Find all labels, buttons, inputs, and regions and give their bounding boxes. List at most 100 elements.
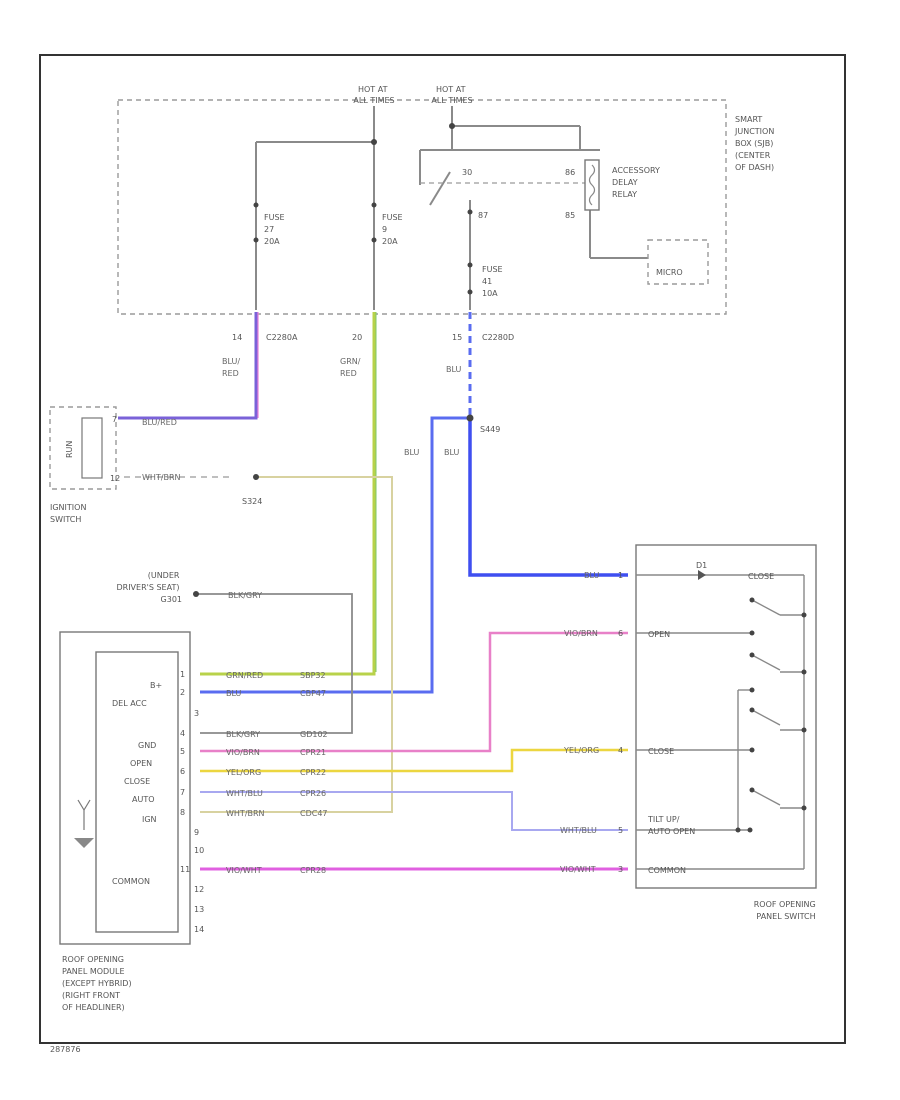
switch-wire-labels: BLU VIO/BRN YEL/ORG WHT/BLU VIO/WHT (560, 571, 600, 874)
pin-20: 20 (352, 333, 362, 342)
svg-text:4: 4 (618, 746, 623, 755)
module-bplus: B+ (150, 681, 162, 690)
wire-blk-gry (196, 593, 353, 734)
svg-text:3: 3 (194, 709, 199, 718)
svg-text:3: 3 (618, 865, 623, 874)
svg-text:12: 12 (194, 885, 204, 894)
relay-pin-86: 86 (565, 168, 575, 177)
svg-text:BLU: BLU (584, 571, 600, 580)
svg-text:VIO/WHT: VIO/WHT (226, 866, 262, 875)
wire-grn-red (200, 312, 376, 676)
svg-text:2: 2 (180, 688, 185, 697)
fuse-27-label: FUSE 27 20A (264, 213, 287, 246)
wire-blu-red-label: BLU/ RED (222, 357, 243, 378)
svg-text:CDC47: CDC47 (300, 809, 328, 818)
svg-text:13: 13 (194, 905, 204, 914)
roof-panel-module-outer (59, 631, 191, 945)
wire-blu-to-module (200, 416, 470, 694)
splice-dot (449, 123, 455, 129)
svg-text:SBP32: SBP32 (300, 671, 326, 680)
svg-text:CPR21: CPR21 (300, 748, 326, 757)
wire-blu-red (118, 312, 258, 420)
ignition-wire-bot: WHT/BRN (142, 473, 181, 482)
switch-internal-wiring (636, 574, 805, 870)
switch-diode-label: D1 (696, 561, 707, 570)
svg-text:CPR28: CPR28 (300, 866, 326, 875)
svg-text:GRN/RED: GRN/RED (226, 671, 263, 680)
ignition-run-label: RUN (65, 441, 74, 458)
fuse-41-label: FUSE 41 10A (482, 265, 505, 298)
accessory-delay-relay-coil (584, 159, 600, 211)
micro-label: MICRO (656, 268, 683, 277)
module-delacc: DEL ACC (112, 699, 147, 708)
svg-text:YEL/ORG: YEL/ORG (563, 746, 599, 755)
connector-c2280a: C2280A (266, 333, 298, 342)
relay-87-dot (467, 209, 473, 215)
module-ign: IGN (142, 815, 157, 824)
roof-panel-switch-box (635, 544, 817, 889)
diagram-frame (39, 54, 846, 1044)
switch-pins: 1 6 4 5 3 (618, 571, 623, 874)
wire-grn-red-label: GRN/ RED (340, 357, 363, 378)
module-auto: AUTO (132, 795, 155, 804)
svg-text:8: 8 (180, 808, 185, 817)
hot-at-all-times-label-1: HOT AT ALL TIMES (353, 85, 394, 105)
svg-text:6: 6 (180, 767, 185, 776)
wire-vio-brn (200, 631, 628, 753)
fuse-9-label: FUSE 9 20A (382, 213, 405, 246)
svg-text:5: 5 (618, 826, 623, 835)
module-common: COMMON (112, 877, 150, 886)
svg-text:10: 10 (194, 846, 204, 855)
hot-at-all-times-label-2: HOT AT ALL TIMES (431, 85, 472, 105)
switch-open-label: OPEN (648, 630, 670, 639)
svg-text:CBP47: CBP47 (300, 689, 326, 698)
sjb-label: SMART JUNCTION BOX (SJB) (CENTER OF DASH… (734, 115, 777, 172)
sjb-internal-wiring (255, 106, 648, 310)
ground-label: (UNDER DRIVER'S SEAT) G301 (116, 571, 182, 604)
pin-14: 14 (232, 333, 242, 342)
ground-g301-dot (193, 591, 199, 597)
splice-wire-left: BLU (404, 448, 420, 457)
wire-blu-label: BLU (446, 365, 462, 374)
svg-text:BLU: BLU (226, 689, 242, 698)
module-close: CLOSE (124, 777, 150, 786)
fuse-9 (371, 202, 377, 243)
svg-text:1: 1 (180, 670, 185, 679)
svg-text:5: 5 (180, 747, 185, 756)
svg-text:7: 7 (180, 788, 185, 797)
relay-pin-87: 87 (478, 211, 488, 220)
wire-blu-to-switch (468, 418, 628, 577)
svg-text:11: 11 (180, 865, 190, 874)
wire-wht-brn (200, 476, 393, 813)
diagram-code: 287876 (50, 1045, 81, 1054)
svg-text:CPR26: CPR26 (300, 789, 326, 798)
switch-diode-icon (698, 570, 706, 580)
splice-dot (371, 139, 377, 145)
ignition-pin-12: 12 (110, 474, 120, 483)
ignition-switch-box (49, 406, 117, 490)
ignition-wire-top: BLU/RED (142, 418, 177, 427)
roof-panel-module-inner (95, 651, 179, 933)
svg-text:GD102: GD102 (300, 730, 328, 739)
svg-text:WHT/BLU: WHT/BLU (560, 826, 597, 835)
switch-close-label: CLOSE (648, 747, 674, 756)
relay-coil-icon (588, 164, 596, 206)
pin-15: 15 (452, 333, 462, 342)
svg-text:14: 14 (194, 925, 204, 934)
svg-text:CPR22: CPR22 (300, 768, 326, 777)
ignition-pin-7: 7 (112, 415, 117, 424)
svg-text:WHT/BLU: WHT/BLU (226, 789, 263, 798)
splice-s449 (466, 414, 474, 422)
module-motor-icon (74, 799, 94, 848)
ignition-switch-contact (81, 417, 103, 479)
splice-wire-right: BLU (444, 448, 460, 457)
connector-c2280d: C2280D (482, 333, 514, 342)
splice-s324-label: S324 (242, 497, 262, 506)
module-label: ROOF OPENING PANEL MODULE (EXCEPT HYBRID… (62, 955, 134, 1012)
svg-text:4: 4 (180, 729, 185, 738)
sjb-boundary (117, 99, 727, 315)
module-gnd: GND (138, 741, 156, 750)
fuse-41 (467, 262, 473, 295)
module-open: OPEN (130, 759, 152, 768)
